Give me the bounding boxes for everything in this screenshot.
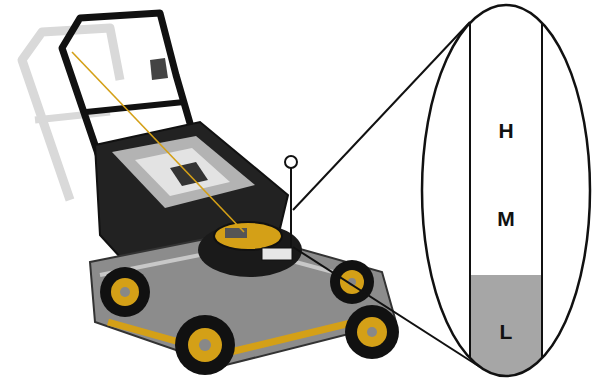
bag-panel bbox=[135, 148, 230, 196]
wheel bbox=[345, 305, 399, 359]
dipstick-gauge: H M L bbox=[420, 3, 592, 378]
level-mark: H bbox=[498, 120, 513, 141]
engine-cover bbox=[214, 222, 282, 250]
engine bbox=[198, 223, 302, 277]
wheel bbox=[175, 315, 235, 375]
magnifier-oval bbox=[422, 5, 590, 376]
pull-cord bbox=[72, 52, 244, 232]
dipstick-blade bbox=[470, 3, 542, 378]
level-mark: L bbox=[500, 321, 513, 342]
level-mark: M bbox=[497, 208, 515, 229]
handle-lever bbox=[150, 58, 168, 80]
dipstick bbox=[290, 168, 292, 248]
dipstick-cap bbox=[285, 156, 297, 168]
bag-panel bbox=[112, 136, 255, 208]
wheel bbox=[100, 267, 150, 317]
oil-level bbox=[470, 275, 542, 378]
wheel bbox=[330, 260, 374, 304]
handle-crossbar bbox=[86, 102, 184, 112]
engine-part bbox=[262, 248, 292, 260]
engine-part bbox=[225, 228, 247, 238]
